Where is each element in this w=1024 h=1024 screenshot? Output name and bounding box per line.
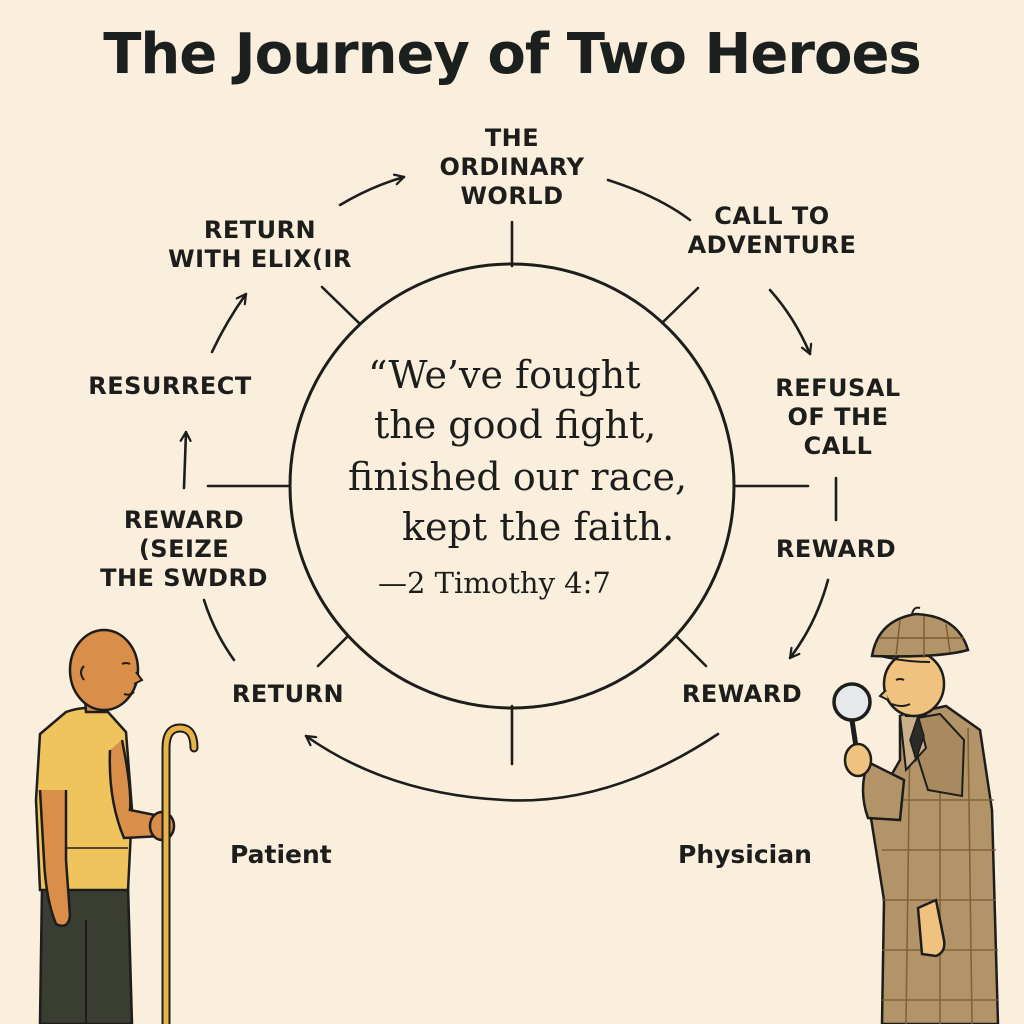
physician-figure — [832, 606, 1000, 1024]
stage-ordinary-world: THE ORDINARY WORLD — [439, 124, 585, 210]
patient-label: Patient — [230, 840, 332, 869]
arrow-elixir-to-ordinary — [338, 177, 406, 207]
cane — [161, 723, 199, 1024]
physician-label: Physician — [678, 840, 812, 869]
arc-ordinary-to-call — [606, 178, 692, 222]
quote-line: kept the faith. — [402, 505, 675, 549]
stage-resurrect: RESURRECT — [88, 372, 252, 400]
spokes — [206, 220, 810, 766]
arc-return-to-sword — [202, 598, 236, 662]
quote-citation: —2 Timothy 4:7 — [378, 566, 611, 600]
quote-line: finished our race, — [348, 455, 688, 499]
arrow-call-to-refusal — [768, 288, 810, 356]
arrow-reward-to-return — [304, 732, 720, 802]
spoke-top-right — [660, 286, 700, 325]
stage-reward-right-lower: REWARD — [681, 680, 803, 708]
spoke-bottom-left — [316, 634, 350, 668]
stage-call-to-adventure: CALL TO ADVENTURE — [687, 202, 857, 259]
arrow-reward-to-reward — [788, 578, 830, 660]
spoke-top-left — [320, 285, 362, 326]
page-title: The Journey of Two Heroes — [103, 22, 922, 87]
arrow-resurrect-to-elixir — [210, 292, 248, 354]
stage-reward-seize-the-sword: REWARD (SEIZE THE SWDRD — [100, 506, 268, 592]
quote-line: “We’ve fought — [368, 353, 641, 397]
stage-reward-right-upper: REWARD — [775, 535, 897, 563]
patient-figure — [34, 628, 176, 1024]
quote-line: the good fight, — [374, 403, 657, 447]
stage-return-with-elixir: RETURN WITH ELIX(IR — [168, 216, 352, 273]
spoke-bottom-right — [674, 634, 708, 668]
stage-return: RETURN — [231, 680, 345, 708]
arrow-sword-to-resurrect — [184, 430, 186, 490]
stage-refusal-of-the-call: REFUSAL OF THE CALL — [775, 374, 901, 460]
